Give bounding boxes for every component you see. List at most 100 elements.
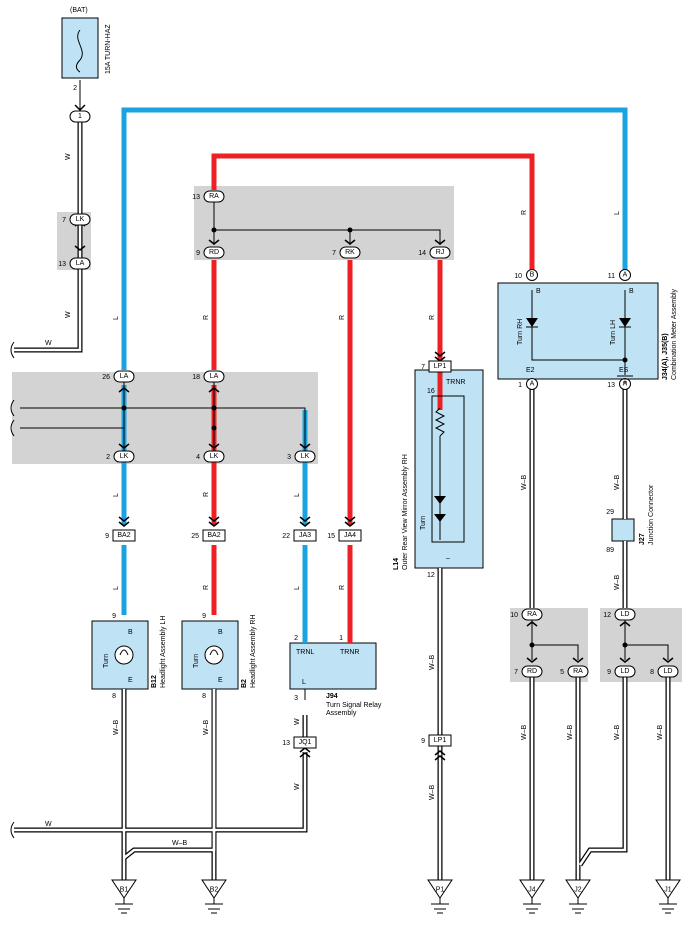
svg-text:13: 13 — [192, 194, 200, 201]
conn-a1: A — [530, 381, 535, 388]
svg-text:2: 2 — [73, 85, 77, 92]
svg-text:2: 2 — [106, 454, 110, 461]
svg-text:8: 8 — [202, 693, 206, 700]
svg-text:B: B — [536, 288, 541, 295]
svg-text:7: 7 — [332, 250, 336, 257]
conn-ld12: LD — [621, 611, 630, 618]
conn-lp1b: LP1 — [434, 737, 447, 744]
svg-text:W: W — [45, 340, 52, 347]
conn-la-top: LA — [76, 260, 85, 267]
ground-label: B1 — [120, 887, 129, 894]
conn-ra: RA — [209, 193, 219, 200]
headlight-lh-internals: B E Turn 9 8 — [103, 613, 134, 700]
svg-text:3: 3 — [287, 454, 291, 461]
ground-label: B2 — [210, 887, 219, 894]
conn-jq1: JQ1 — [299, 739, 312, 746]
svg-text:TRNR: TRNR — [446, 379, 465, 386]
relay-name-2: Assembly — [326, 710, 357, 717]
svg-text:1: 1 — [518, 382, 522, 389]
headlight-lh-name: Headlight Assembly LH — [160, 616, 167, 688]
svg-text:8: 8 — [650, 669, 654, 676]
conn-1: 1 — [78, 113, 82, 120]
bulb-icon — [114, 645, 134, 665]
junction-pin89: 89 — [606, 547, 614, 554]
svg-text:L: L — [294, 586, 301, 590]
svg-text:R: R — [339, 585, 346, 590]
meter-name: Combination Meter Assembly — [671, 288, 678, 380]
svg-text:Turn: Turn — [193, 654, 200, 668]
svg-text:10: 10 — [510, 612, 518, 619]
svg-text:5: 5 — [560, 669, 564, 676]
headlight-rh-internals: B E Turn 9 8 — [193, 613, 224, 700]
conn-a11: A — [623, 272, 628, 279]
fuse-icon — [75, 29, 83, 73]
svg-text:7: 7 — [514, 669, 518, 676]
svg-text:3: 3 — [294, 695, 298, 702]
svg-text:10: 10 — [514, 273, 522, 280]
headlight-lh-id: B12 — [151, 675, 158, 688]
relay-name-1: Turn Signal Relay — [326, 702, 382, 709]
break-marks — [10, 341, 15, 839]
svg-text:W–B: W–B — [614, 475, 621, 491]
led-lh-icon — [619, 318, 631, 327]
splice-block-la-lk — [12, 372, 318, 464]
mirror-internals: TRNR – 16 12 Turn — [420, 379, 465, 579]
svg-text:12: 12 — [427, 572, 435, 579]
svg-text:R: R — [429, 315, 436, 320]
meter-id: J34(A), J35(B) — [662, 333, 669, 380]
ground-j2: J2 — [565, 879, 591, 914]
svg-text:11: 11 — [608, 273, 615, 280]
pin-numbers: 7 13 13 9 7 14 26 18 2 4 3 9 25 22 15 7 … — [58, 85, 654, 747]
svg-text:9: 9 — [196, 250, 200, 257]
conn-b10: B — [530, 272, 535, 279]
svg-text:L: L — [614, 211, 621, 215]
fuse-name: 15A TURN-HAZ — [105, 24, 112, 74]
wire-color-labels: W W W L L L R R R L L R R R R L W–B W–B … — [45, 153, 664, 847]
svg-text:E: E — [128, 677, 133, 684]
svg-text:Turn: Turn — [420, 516, 427, 530]
svg-text:B: B — [218, 629, 223, 636]
svg-text:1: 1 — [339, 635, 343, 642]
meter-internals: B B Turn RH Turn LH E2 ES — [517, 288, 634, 383]
red-wires — [211, 153, 535, 643]
svg-text:13: 13 — [58, 261, 66, 268]
conn-lk-top: LK — [76, 216, 85, 223]
svg-text:16: 16 — [427, 388, 435, 395]
conn-la18: LA — [210, 373, 219, 380]
ground-label: J4 — [528, 887, 536, 894]
svg-text:E2: E2 — [526, 367, 535, 374]
conn-a13: A — [623, 381, 628, 388]
svg-text:8: 8 — [112, 693, 116, 700]
svg-text:W–B: W–B — [429, 785, 436, 801]
junction-dots — [121, 227, 628, 648]
svg-text:E: E — [218, 677, 223, 684]
svg-text:9: 9 — [607, 669, 611, 676]
svg-text:Turn: Turn — [103, 654, 110, 668]
svg-text:W: W — [45, 821, 52, 828]
conn-ba2a: BA2 — [117, 532, 130, 539]
conn-lp1a: LP1 — [434, 363, 447, 370]
relay-internals: TRNL TRNR L 2 1 3 — [294, 635, 359, 702]
ground-label: J1 — [664, 887, 672, 894]
svg-text:W–B: W–B — [203, 720, 210, 736]
ground-j4: J4 — [519, 879, 545, 914]
svg-text:W–B: W–B — [521, 475, 528, 491]
svg-text:4: 4 — [196, 454, 200, 461]
svg-text:TRNL: TRNL — [296, 649, 314, 656]
svg-text:W–B: W–B — [521, 725, 528, 741]
ground-b1: B1 — [111, 879, 137, 914]
bulb-icon — [204, 645, 224, 665]
conn-rd: RD — [209, 249, 219, 256]
svg-text:–: – — [446, 555, 450, 562]
svg-text:14: 14 — [418, 250, 426, 257]
connector-pills — [69, 110, 679, 749]
junction-pin29: 29 — [606, 509, 614, 516]
svg-text:ES: ES — [619, 367, 629, 374]
svg-text:L: L — [113, 586, 120, 590]
junction-id: J27 — [639, 533, 646, 545]
double-wire-inner — [14, 120, 670, 880]
conn-ra10: RA — [527, 611, 537, 618]
svg-text:R: R — [203, 492, 210, 497]
svg-text:B: B — [629, 288, 634, 295]
